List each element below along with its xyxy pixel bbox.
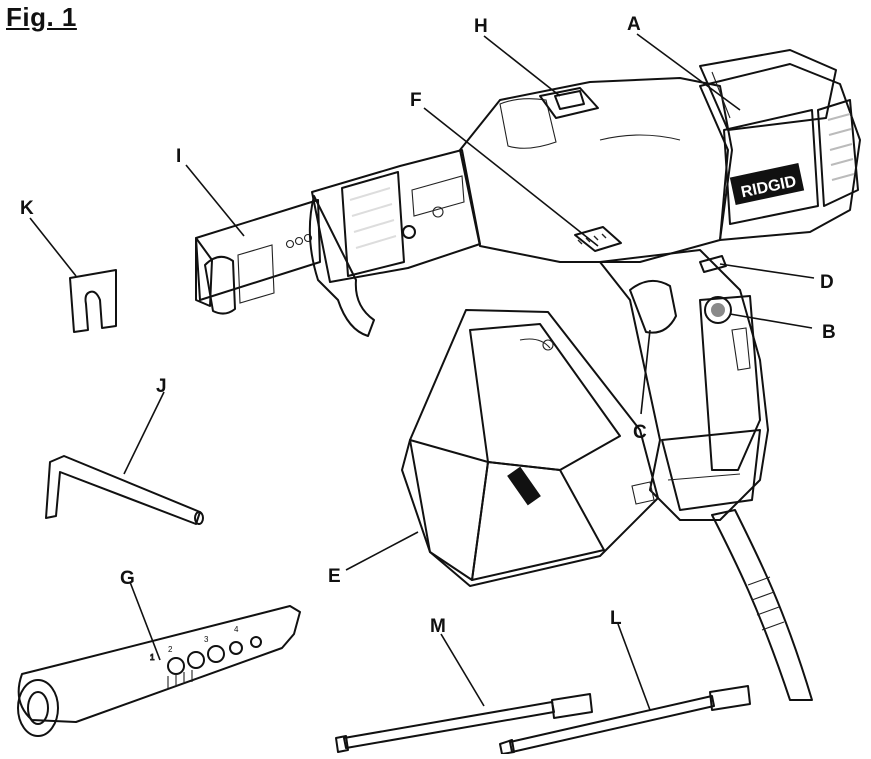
callout-b: B	[822, 322, 836, 343]
leader-h	[483, 35, 561, 97]
gauge-mark: 2	[168, 645, 173, 654]
leader-d	[719, 263, 815, 279]
leader-g	[129, 581, 161, 661]
leader-l	[617, 623, 651, 711]
handle	[599, 249, 769, 521]
callout-l: L	[610, 608, 622, 629]
gauge-mark: 3	[204, 635, 209, 644]
leader-b	[729, 313, 813, 329]
leader-lines	[29, 33, 815, 711]
direction-selector	[699, 255, 727, 273]
screw-storage-box	[401, 309, 659, 587]
callout-g: G	[120, 568, 135, 589]
callout-d: D	[820, 272, 834, 293]
callout-j: J	[156, 376, 167, 397]
callout-h: H	[474, 16, 488, 37]
gauge-mark: 1	[150, 653, 155, 662]
leader-c	[640, 329, 651, 415]
lock-on-button	[704, 296, 732, 324]
leader-f	[423, 107, 599, 247]
collated-screw-magazine	[195, 199, 321, 315]
leader-i	[185, 164, 245, 237]
leader-k	[29, 217, 77, 277]
driver-bit-m	[335, 693, 593, 753]
figure-title: Fig. 1	[6, 2, 77, 32]
tool-housing	[459, 77, 733, 263]
callout-a: A	[627, 14, 641, 35]
callout-k: K	[20, 198, 34, 219]
leader-j	[123, 391, 165, 475]
screw-length-gauge-g: 1 2 3 4	[17, 605, 301, 737]
callout-e: E	[328, 566, 341, 587]
callout-m: M	[430, 616, 446, 637]
driver-bit-l	[499, 685, 751, 755]
trigger-switch	[629, 279, 677, 334]
gauge-mark: 4	[234, 625, 239, 634]
brand-logo-plate	[729, 163, 805, 205]
callout-labels: A B C D E F G H I J K L M	[20, 14, 836, 637]
leader-m	[440, 633, 485, 707]
hex-key-j	[45, 455, 201, 525]
callout-f: F	[410, 90, 422, 111]
nose-assembly	[308, 149, 481, 337]
callout-i: I	[176, 146, 181, 167]
power-cord	[711, 509, 813, 701]
leader-e	[345, 531, 419, 571]
callout-c: C	[633, 422, 647, 443]
leader-a	[636, 33, 741, 111]
shim-k	[69, 269, 117, 333]
motor-housing: RIDGID	[699, 49, 861, 241]
